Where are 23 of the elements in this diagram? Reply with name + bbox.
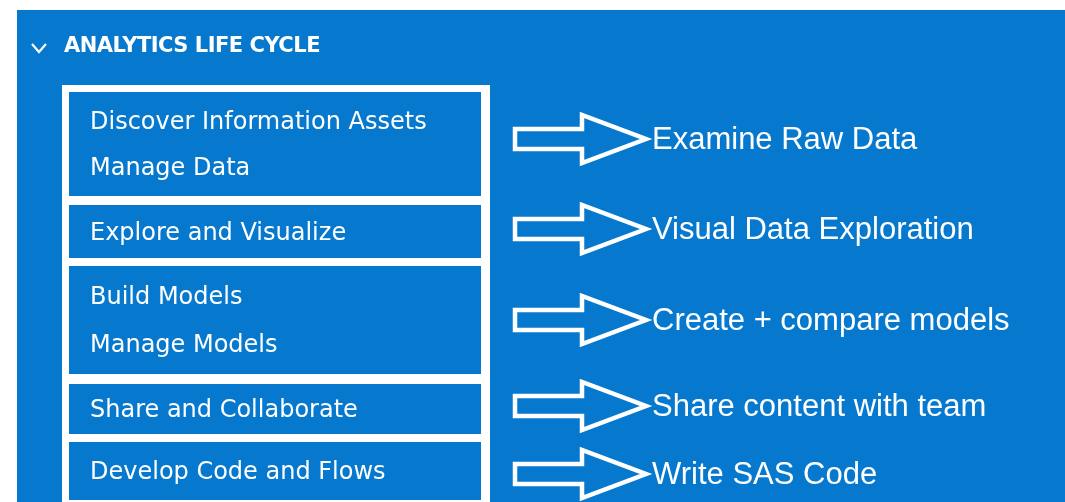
menu-item-text: Manage Data <box>90 152 251 182</box>
menu-group-box <box>69 384 481 434</box>
block-arrow <box>512 378 653 434</box>
description-text: Create + compare models <box>650 301 1012 339</box>
menu-group-box <box>69 266 481 374</box>
section-heading: ANALYTICS LIFE CYCLE <box>64 33 320 57</box>
block-arrow <box>512 446 653 502</box>
block-arrow <box>512 111 653 167</box>
menu-item-text: Develop Code and Flows <box>90 456 386 486</box>
description-text: Examine Raw Data <box>650 120 920 158</box>
block-arrow <box>512 201 653 257</box>
description-text: Visual Data Exploration <box>650 210 976 248</box>
menu-item-text: Share and Collaborate <box>90 394 358 424</box>
menu-item-text: Manage Models <box>90 329 278 359</box>
menu-group-box <box>69 92 481 196</box>
menu-item-text: Build Models <box>90 281 243 311</box>
description-text: Write SAS Code <box>650 455 880 493</box>
block-arrow <box>512 292 653 348</box>
description-text: Share content with team <box>650 387 989 425</box>
menu-item-text: Discover Information Assets <box>90 106 427 136</box>
menu-group-box <box>69 205 481 258</box>
menu-item-text: Explore and Visualize <box>90 216 347 247</box>
menu-group-box <box>69 442 481 500</box>
